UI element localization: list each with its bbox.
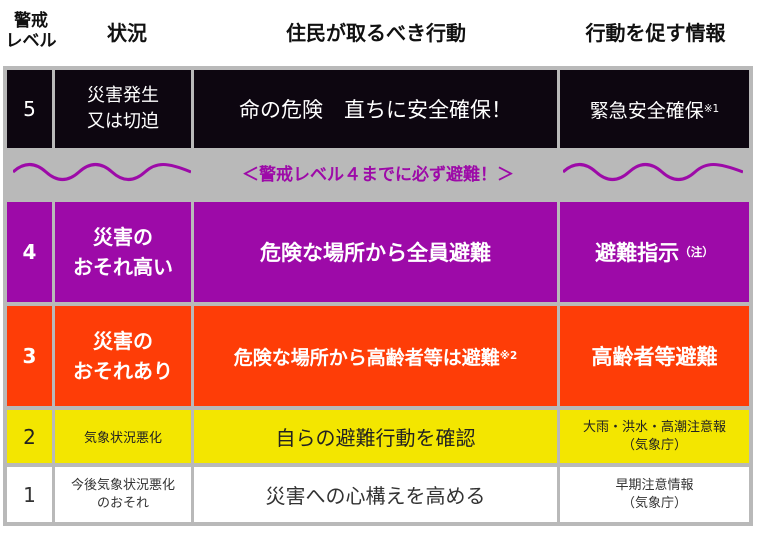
level-3-situation-line2: おそれあり <box>73 359 173 383</box>
banner: ＜警戒レベル４までに必ず避難！＞ <box>3 152 753 192</box>
level-4-situation: 災害の おそれ高い <box>55 202 191 302</box>
level-2-info: 大雨・洪水・高潮注意報 （気象庁） <box>560 410 749 463</box>
level-2-info-line2: （気象庁） <box>621 437 687 453</box>
header-level: 警戒 レベル <box>0 0 62 62</box>
level-4-info-note: （注） <box>679 245 714 259</box>
level-3-action: 危険な場所から高齢者等は避難※2 <box>194 306 557 406</box>
level-4-action: 危険な場所から全員避難 <box>194 202 557 302</box>
level-4-info: 避難指示（注） <box>560 202 749 302</box>
level-5-situation-line1: 災害発生 <box>87 85 159 106</box>
header-level-line2: レベル <box>5 31 57 51</box>
level-1-situation: 今後気象状況悪化 のおそれ <box>55 467 191 522</box>
level-2-number: 2 <box>7 410 52 463</box>
level-3-situation-line1: 災害の <box>93 329 153 353</box>
level-4-situation-line2: おそれ高い <box>73 255 173 279</box>
level-3-number: 3 <box>7 306 52 406</box>
level-3-action-text: 危険な場所から高齢者等は避難 <box>233 346 500 369</box>
level-4-info-text: 避難指示 <box>595 241 680 265</box>
level-5-situation-line2: 又は切迫 <box>87 111 159 132</box>
wave-right-icon <box>563 163 743 181</box>
level-5-number: 5 <box>7 70 52 148</box>
level-4-number: 4 <box>7 202 52 302</box>
level-3-situation: 災害の おそれあり <box>55 306 191 406</box>
level-3-info: 高齢者等避難 <box>560 306 749 406</box>
level-1-info-line2: （気象庁） <box>621 495 687 511</box>
level-1-situation-line2: のおそれ <box>96 495 149 511</box>
level-1-situation-line1: 今後気象状況悪化 <box>70 477 175 493</box>
level-1-info: 早期注意情報 （気象庁） <box>560 467 749 522</box>
level-1-number: 1 <box>7 467 52 522</box>
header-level-line1: 警戒 <box>14 11 48 31</box>
wave-left-icon <box>13 163 191 181</box>
level-1-info-line1: 早期注意情報 <box>615 477 694 493</box>
level-3-action-note: ※2 <box>499 350 518 362</box>
alert-level-table: 5 災害発生 又は切迫 命の危険 直ちに安全確保！ 緊急安全確保※1 ＜警戒レベ… <box>3 66 753 526</box>
level-5-info-text: 緊急安全確保 <box>589 99 704 122</box>
level-5-situation: 災害発生 又は切迫 <box>55 70 191 148</box>
level-2-action: 自らの避難行動を確認 <box>194 410 557 463</box>
level-1-action: 災害への心構えを高める <box>194 467 557 522</box>
header-situation: 状況 <box>107 20 147 45</box>
level-5-info-note: ※1 <box>703 103 720 115</box>
header-info: 行動を促す情報 <box>585 20 726 45</box>
header-action: 住民が取るべき行動 <box>286 20 466 45</box>
level-5-info: 緊急安全確保※1 <box>560 70 749 148</box>
level-2-situation: 気象状況悪化 <box>55 410 191 463</box>
banner-text: ＜警戒レベル４までに必ず避難！＞ <box>242 164 514 185</box>
level-5-action: 命の危険 直ちに安全確保！ <box>194 70 557 148</box>
level-4-situation-line1: 災害の <box>93 225 153 249</box>
level-2-info-line1: 大雨・洪水・高潮注意報 <box>582 419 726 435</box>
